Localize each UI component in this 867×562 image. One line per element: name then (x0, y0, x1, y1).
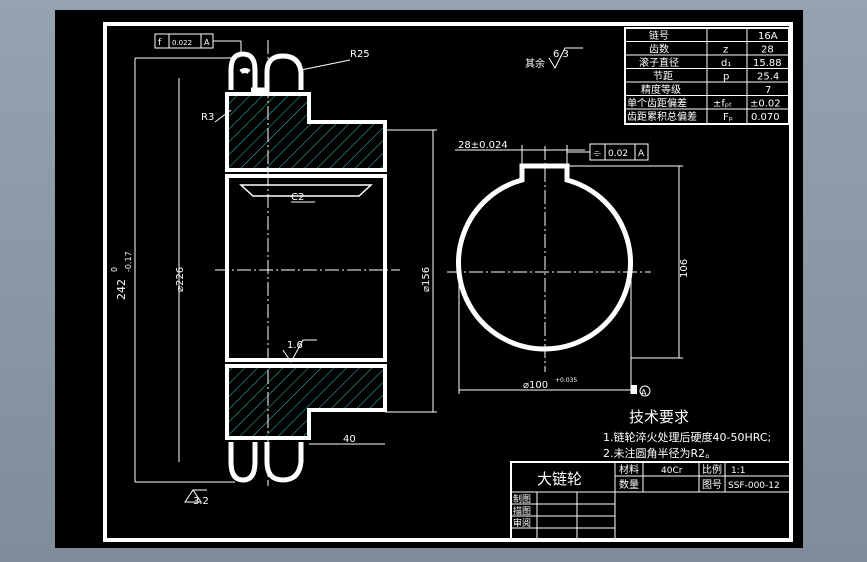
drawing-border (103, 22, 793, 542)
drawing-number-label: 图号 (702, 479, 722, 491)
material-label: 材料 (619, 463, 639, 476)
drawing-sheet: 242 0 -0.17 ⌀226 ⌀156 40 C2 R25 R3 1.6 3… (55, 10, 803, 548)
parameter-table: 链号 16A 齿数 z 28 滚子直径 d₁ 15.88 节距 p 25.4 精… (624, 27, 790, 125)
dim-bore-tolerance: +0.035 (555, 377, 577, 384)
dim-outer-tol-lower: -0.17 (124, 251, 133, 272)
title-block: 大链轮 材料 40Cr 比例 1:1 数量 图号 SSF-000-12 制图 描… (510, 461, 792, 541)
bore-keyway-outline (456, 163, 633, 352)
role-reviewer: 审阅 (513, 517, 531, 529)
end-view: 28±0.024 ⌯ 0.02 A 106 ⌀100 +0.035 A (447, 140, 690, 397)
param-name: 滚子直径 (639, 56, 679, 69)
param-symbol: p (723, 72, 729, 83)
dim-hub-width: 40 (343, 434, 356, 445)
roughness-default-value: 6.3 (553, 49, 569, 60)
tol-key-symbol: ⌯ (593, 148, 601, 159)
scale-label: 比例 (702, 463, 722, 476)
param-value: 16A (758, 31, 778, 42)
param-name: 精度等级 (641, 83, 681, 96)
chamfer-line (239, 184, 373, 197)
param-value: 25.4 (757, 72, 779, 83)
material-value: 40Cr (661, 466, 683, 476)
scale-value: 1:1 (731, 466, 745, 476)
section-view: 242 0 -0.17 ⌀226 ⌀156 40 C2 R25 R3 1.6 3… (110, 33, 437, 507)
param-name: 节距 (653, 71, 673, 83)
default-roughness: 其余 6.3 (525, 47, 583, 70)
radius-tooth: R25 (350, 49, 370, 60)
dim-key-width: 28±0.024 (458, 140, 508, 151)
tooth-profile-top (228, 51, 304, 93)
param-value: 28 (761, 45, 774, 56)
quantity-label: 数量 (619, 478, 639, 491)
dim-outer-diameter: 242 (115, 279, 128, 300)
param-value: 15.88 (753, 58, 782, 69)
param-value: ±0.02 (750, 99, 781, 110)
lower-section-hatch (225, 364, 387, 440)
role-tracer: 描图 (513, 505, 531, 517)
roughness-bore: 1.6 (287, 340, 303, 351)
tol-key-datum: A (638, 149, 645, 159)
param-symbol: d₁ (721, 58, 731, 69)
dim-key-depth: 106 (679, 259, 690, 278)
param-value: 7 (765, 85, 771, 96)
tech-title: 技术要求 (629, 408, 689, 426)
tol-top-datum: A (204, 38, 210, 47)
param-symbol: z (723, 45, 728, 56)
tol-top-symbol: f (158, 38, 162, 48)
dim-diameter-156: ⌀156 (421, 267, 432, 292)
roughness-bottom: 3.2 (193, 496, 209, 507)
drawing-title: 大链轮 (537, 470, 582, 488)
dim-bore-diameter: ⌀100 (523, 380, 548, 391)
param-symbol: Fₚ (723, 112, 733, 123)
upper-section-hatch (225, 92, 387, 172)
tol-top-value: 0.022 (172, 39, 192, 47)
dim-diameter-226: ⌀226 (175, 267, 186, 292)
param-name: 单个齿距偏差 (627, 97, 687, 110)
tech-item-2: 2.未注圆角半径为R2。 (603, 446, 716, 460)
dim-outer-tol-upper: 0 (110, 267, 119, 272)
roughness-default-label: 其余 (525, 57, 545, 70)
param-value: 0.070 (751, 112, 780, 123)
param-name: 齿数 (649, 43, 669, 56)
drawing-number-value: SSF-000-12 (728, 481, 780, 491)
param-name: 链号 (649, 29, 669, 42)
param-symbol: ±fₚₜ (713, 99, 732, 110)
technical-requirements: 技术要求 1.链轮淬火处理后硬度40-50HRC; 2.未注圆角半径为R2。 (603, 408, 771, 460)
datum-a: A (641, 388, 647, 397)
chamfer-label: C2 (291, 192, 304, 203)
param-name: 齿距累积总偏差 (627, 110, 697, 123)
tech-item-1: 1.链轮淬火处理后硬度40-50HRC; (603, 430, 771, 444)
radius-fillet: R3 (201, 112, 214, 123)
tol-key-value: 0.02 (608, 149, 628, 159)
role-drafter: 制图 (513, 493, 531, 505)
